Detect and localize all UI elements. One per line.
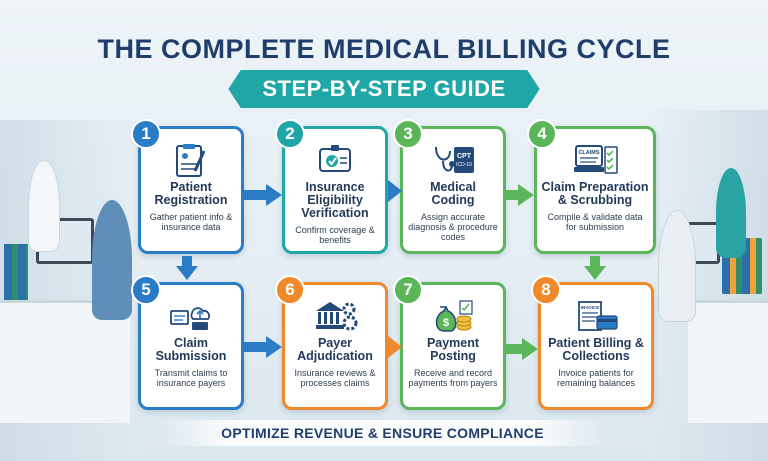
step-title: Patient Billing & Collections xyxy=(548,336,644,363)
step-number-badge: 1 xyxy=(131,119,161,149)
clipboard-pen-icon xyxy=(176,144,206,177)
binders-left xyxy=(4,244,28,300)
page-title: THE COMPLETE MEDICAL BILLING CYCLE xyxy=(97,34,671,64)
cloud-upload-icon xyxy=(170,307,210,330)
step-description: Receive and record payments from payers xyxy=(408,368,498,388)
step-number-badge: 2 xyxy=(275,119,305,149)
step-number-badge: 3 xyxy=(393,119,423,149)
step-number-badge: 5 xyxy=(131,275,161,305)
step-card-8: 8 INVOICE Patient Billing & Collections … xyxy=(531,275,654,410)
arrow-step-6-to-7 xyxy=(388,336,402,358)
step-card-3: 3 CPT ICD-10 Medical Coding Assign accur… xyxy=(393,119,506,254)
staff-figure-left xyxy=(28,160,60,252)
claims-checklist-icon: CLAIMS xyxy=(574,145,618,174)
step-description: Assign accurate diagnosis & procedure co… xyxy=(408,212,498,242)
step-title: Claim Preparation & Scrubbing xyxy=(541,180,649,207)
stethoscope-codebook-icon: CPT ICD-10 xyxy=(435,146,474,173)
step-description: Compile & validate data for submission xyxy=(547,212,643,232)
step-card-7: 7 $ Payment Posting Receive and record p… xyxy=(393,275,506,410)
step-card-6: 6 Payer Adjudication Insurance reviews &… xyxy=(275,275,388,410)
staff-figure-right xyxy=(716,168,746,258)
step-card-1: 1 Patient Registration Gather patient in… xyxy=(131,119,244,254)
id-card-check-icon xyxy=(319,145,351,172)
step-number-badge: 6 xyxy=(275,275,305,305)
arrow-step-7-to-8 xyxy=(506,338,538,360)
step-card-5: 5 Claim Submission Transmit claims to in… xyxy=(131,275,244,410)
staff-figure-seated xyxy=(92,200,132,320)
cpt-label: CPT xyxy=(457,153,472,160)
subtitle-banner: STEP-BY-STEP GUIDE xyxy=(0,70,768,108)
step-description: Gather patient info & insurance data xyxy=(149,212,233,232)
arrow-step-4-to-8 xyxy=(584,256,606,280)
bank-gears-icon xyxy=(316,302,358,331)
money-bag-coins-icon: $ xyxy=(435,300,473,332)
step-title: Insurance Eligibility Verification xyxy=(301,180,369,220)
desk-left xyxy=(0,300,130,423)
step-card-4: 4 CLAIMS Claim Preparation & Scrubbing C… xyxy=(527,119,656,254)
desk-right xyxy=(688,300,768,423)
claims-label: CLAIMS xyxy=(578,150,599,156)
step-number-badge: 7 xyxy=(393,275,423,305)
arrow-step-2-to-3 xyxy=(388,180,402,202)
step-title: Medical Coding xyxy=(430,180,476,207)
step-number-badge: 8 xyxy=(531,275,561,305)
step-description: Transmit claims to insurance payers xyxy=(154,368,228,388)
step-title: Claim Submission xyxy=(155,336,227,363)
invoice-label: INVOICE xyxy=(581,305,600,310)
arrow-step-5-to-6 xyxy=(244,336,282,358)
step-title: Patient Registration xyxy=(154,180,228,207)
icd10-label: ICD-10 xyxy=(456,162,472,168)
step-title: Payer Adjudication xyxy=(297,336,373,363)
arrow-step-3-to-4 xyxy=(506,184,534,206)
step-description: Insurance reviews & processes claims xyxy=(294,368,376,388)
invoice-card-icon: INVOICE xyxy=(578,301,618,331)
step-number-badge: 4 xyxy=(527,119,557,149)
step-description: Invoice patients for remaining balances xyxy=(556,368,636,388)
step-card-2: 2 Insurance Eligibility Verification Con… xyxy=(275,119,388,254)
arrow-step-1-to-5 xyxy=(176,256,198,280)
step-title: Payment Posting xyxy=(426,336,480,363)
page-subtitle: STEP-BY-STEP GUIDE xyxy=(228,70,540,108)
staff-figure-right-back xyxy=(658,210,696,322)
arrow-step-1-to-2 xyxy=(244,184,282,206)
footer-tagline: OPTIMIZE REVENUE & ENSURE COMPLIANCE xyxy=(160,420,605,446)
step-description: Confirm coverage & benefits xyxy=(295,225,375,245)
svg-text:$: $ xyxy=(443,317,449,329)
